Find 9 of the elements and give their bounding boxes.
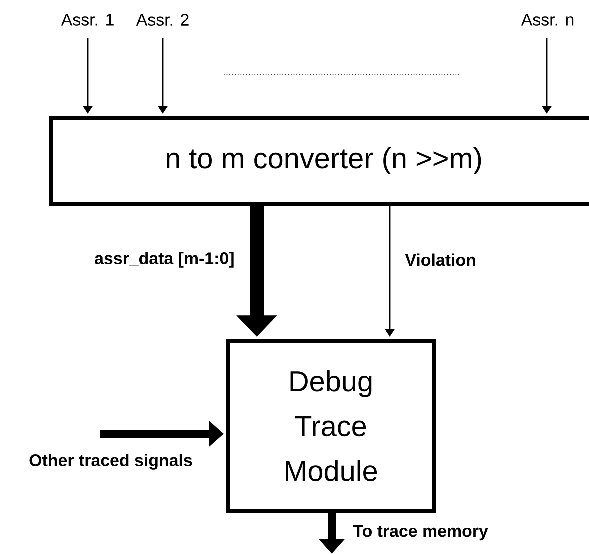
signal-label: Assr. 2 (136, 14, 189, 26)
edge-label: assr_data [m-1:0] (95, 252, 234, 268)
signal-label: Assr. 1 (61, 14, 114, 26)
edge-label: To trace memory (353, 525, 488, 541)
converter-box: n to m converter (n >>m) (50, 116, 589, 206)
module-box: Debug Trace Module (226, 339, 436, 513)
signal-label: Assr. n (521, 14, 574, 26)
edge-label: Violation (405, 254, 476, 266)
edge-label: Other traced signals (30, 454, 192, 470)
